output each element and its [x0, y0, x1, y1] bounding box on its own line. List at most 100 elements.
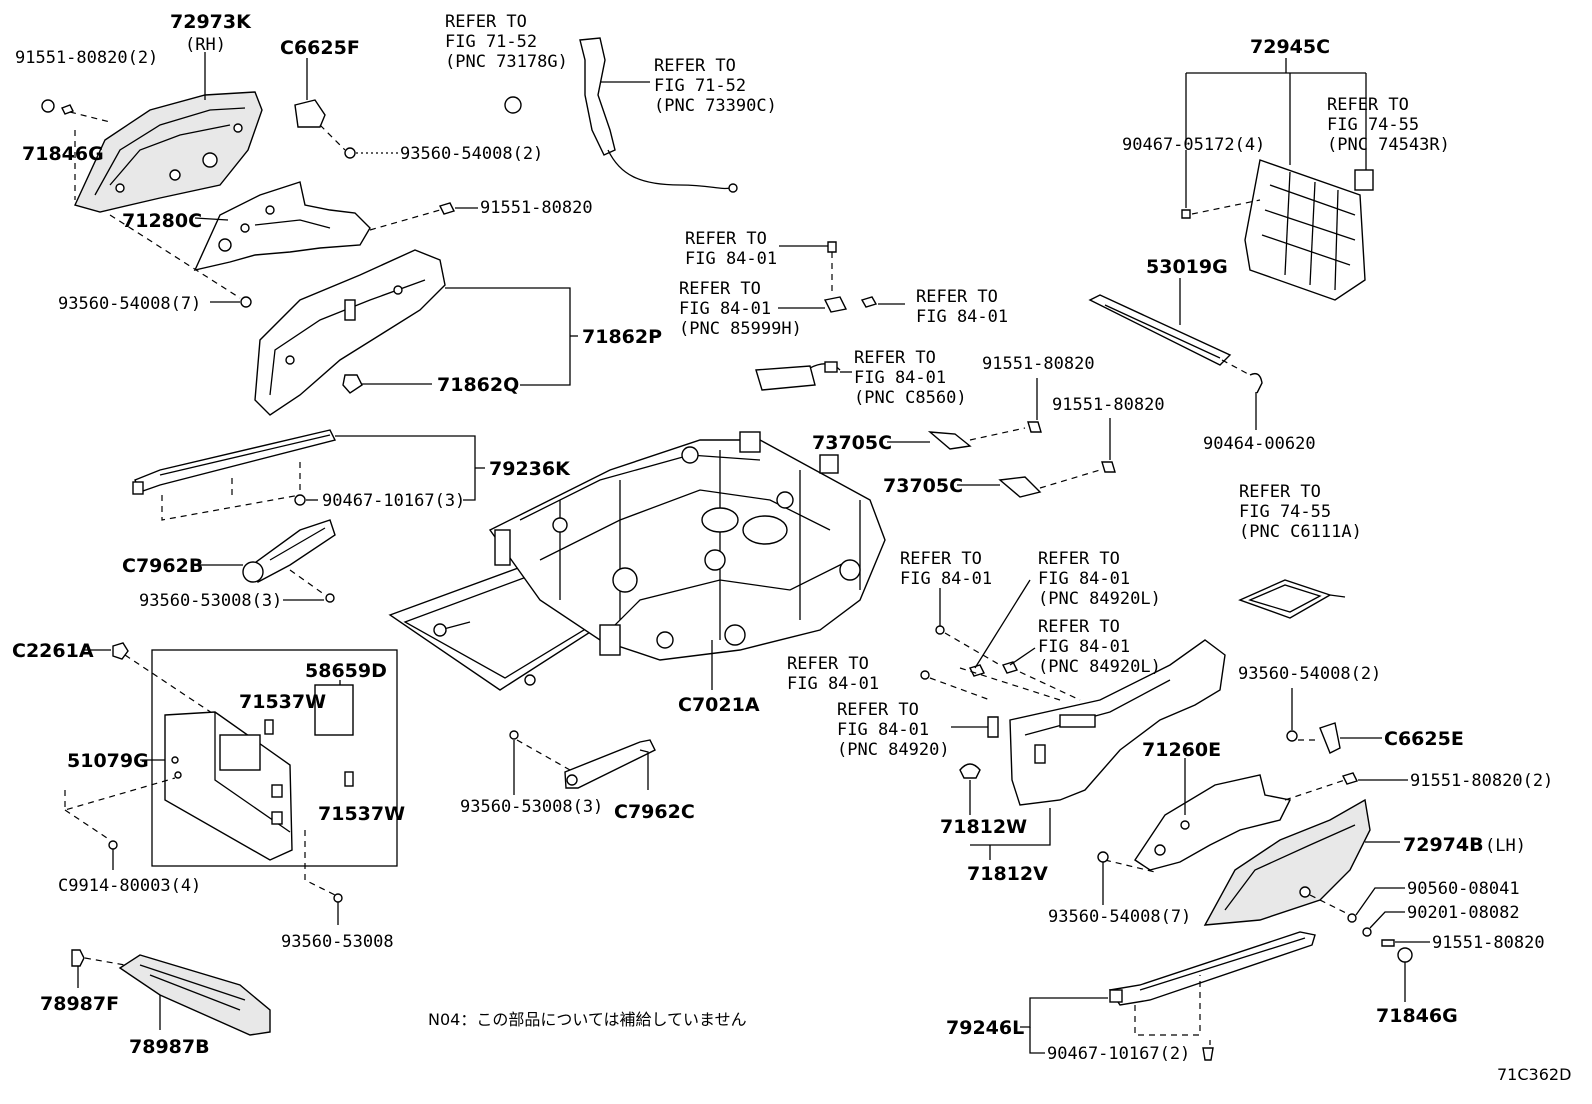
part-71260E-bracket	[1134, 774, 1292, 871]
label-C7962C: C7962C	[614, 801, 695, 823]
refer-7455-a-1: REFER TO	[1327, 95, 1409, 115]
label-91551-b: 91551-80820	[982, 354, 1095, 374]
label-91551-2b: 91551-80820(2)	[1410, 771, 1553, 791]
subassembly-box	[151, 649, 398, 867]
screw-91551-2b	[1342, 772, 1358, 785]
label-71862P: 71862P	[582, 326, 662, 348]
clip-84920	[987, 716, 999, 738]
bracket-C6625E	[1319, 722, 1341, 754]
label-90467-2: 90467-10167(2)	[1047, 1044, 1190, 1064]
part-71812V-cover	[1009, 639, 1226, 806]
nut-refer-c	[860, 296, 878, 308]
refer-8401-a-1: REFER TO	[685, 229, 767, 249]
refer-8401-a-2: FIG 84-01	[685, 249, 777, 269]
label-58659D: 58659D	[305, 660, 387, 682]
screw-refer-e	[935, 625, 945, 635]
screw-93560-53008	[333, 893, 343, 903]
part-C7962C-bracket	[564, 739, 656, 789]
clip-90467-05172	[1181, 209, 1191, 219]
label-93560-53008: 93560-53008	[281, 932, 394, 952]
label-91551-2a: 91551-80820(2)	[15, 48, 158, 68]
part-C6625F	[294, 99, 326, 128]
screw-91551-c	[1027, 421, 1042, 433]
part-79246L-rail	[1108, 931, 1316, 1006]
clip-71862Q	[342, 374, 363, 394]
bracket-73705C-a	[927, 431, 972, 450]
refer-7455-b-1: REFER TO	[1239, 482, 1321, 502]
screw-93560-53008-3a	[325, 593, 335, 603]
refer-8401-d-1: REFER TO	[854, 348, 936, 368]
screw-91551-b	[439, 202, 455, 215]
clip-71846G-b	[1397, 947, 1413, 963]
clip-90467-2	[1202, 1047, 1214, 1061]
refer-7152-a-1: REFER TO	[445, 12, 527, 32]
refer-8401-f-2: FIG 84-01	[1038, 569, 1130, 589]
label-53019G: 53019G	[1146, 256, 1228, 278]
refer-8401-g-1: REFER TO	[1038, 617, 1120, 637]
clip-90464	[1249, 372, 1263, 394]
screw-refer-h	[920, 670, 930, 680]
label-C7021A: C7021A	[678, 694, 760, 716]
refer-8401-i-2: FIG 84-01	[837, 720, 929, 740]
label-71260E: 71260E	[1142, 739, 1221, 761]
label-C2261A: C2261A	[12, 640, 94, 662]
label-78987F: 78987F	[40, 993, 119, 1015]
refer-8401-h-2: FIG 84-01	[787, 674, 879, 694]
refer-8401-c-2: FIG 84-01	[916, 307, 1008, 327]
nut-90560	[1347, 913, 1357, 923]
screw-93560-2	[344, 147, 356, 159]
part-51079G-box	[164, 711, 293, 861]
label-90467-3: 90467-10167(3)	[322, 491, 465, 511]
label-72973K: 72973K	[170, 11, 252, 33]
clip-84920L-a	[969, 664, 985, 677]
refer-7152-b-1: REFER TO	[654, 56, 736, 76]
grommet-71812W	[959, 763, 981, 779]
refer-8401-f-1: REFER TO	[1038, 549, 1120, 569]
refer-7455-a-3: (PNC 74543R)	[1327, 135, 1450, 155]
refer-7152-a-2: FIG 71-52	[445, 32, 537, 52]
label-71846G-b: 71846G	[1376, 1005, 1458, 1027]
refer-8401-f-3: (PNC 84920L)	[1038, 589, 1161, 609]
label-93560-2: 93560-54008(2)	[400, 144, 543, 164]
label-91551-a: 91551-80820	[480, 198, 593, 218]
label-93560-7b: 93560-54008(7)	[1048, 907, 1191, 927]
label-90560: 90560-08041	[1407, 879, 1520, 899]
refer-8401-h-1: REFER TO	[787, 654, 869, 674]
label-72974B: 72974B	[1403, 834, 1484, 856]
refer-8401-d-2: FIG 84-01	[854, 368, 946, 388]
label-90201: 90201-08082	[1407, 903, 1520, 923]
part-71280C-bracket	[193, 181, 371, 271]
label-C7962B: C7962B	[122, 555, 203, 577]
screw-91551-d2	[1381, 939, 1395, 947]
label-58659D	[314, 684, 354, 736]
refer-7152-b-3: (PNC 73390C)	[654, 96, 777, 116]
label-lh: (LH)	[1485, 836, 1526, 856]
refer-8401-c-1: REFER TO	[916, 287, 998, 307]
label-93560-2b: 93560-54008(2)	[1238, 664, 1381, 684]
clip-90467-3	[294, 494, 306, 506]
refer-7455-b-2: FIG 74-55	[1239, 502, 1331, 522]
part-53019G-strip	[1088, 294, 1232, 366]
refer-7455-a-2: FIG 74-55	[1327, 115, 1419, 135]
label-74543R	[1354, 169, 1374, 191]
label-79236K: 79236K	[489, 458, 571, 480]
label-71846G-a: 71846G	[22, 143, 104, 165]
part-72945C-back-panel	[1244, 159, 1366, 301]
refer-7455-b-3: (PNC C6111A)	[1239, 522, 1362, 542]
label-71537W-b	[344, 771, 354, 787]
part-72973K-cover	[74, 91, 263, 213]
label-71812V: 71812V	[967, 863, 1048, 885]
refer-8401-b-1: REFER TO	[679, 279, 761, 299]
label-71537W-b: 71537W	[318, 803, 405, 825]
label-73705C-a: 73705C	[812, 432, 892, 454]
bracket-73705C-b	[998, 476, 1042, 498]
clip-C2261A	[112, 642, 129, 660]
clip-85999H	[823, 296, 848, 313]
label-90464: 90464-00620	[1203, 434, 1316, 454]
label-91551-d: 91551-80820	[1432, 933, 1545, 953]
label-78987B: 78987B	[129, 1036, 210, 1058]
refer-8401-d-3: (PNC C8560)	[854, 388, 967, 408]
label-71812W: 71812W	[940, 816, 1027, 838]
